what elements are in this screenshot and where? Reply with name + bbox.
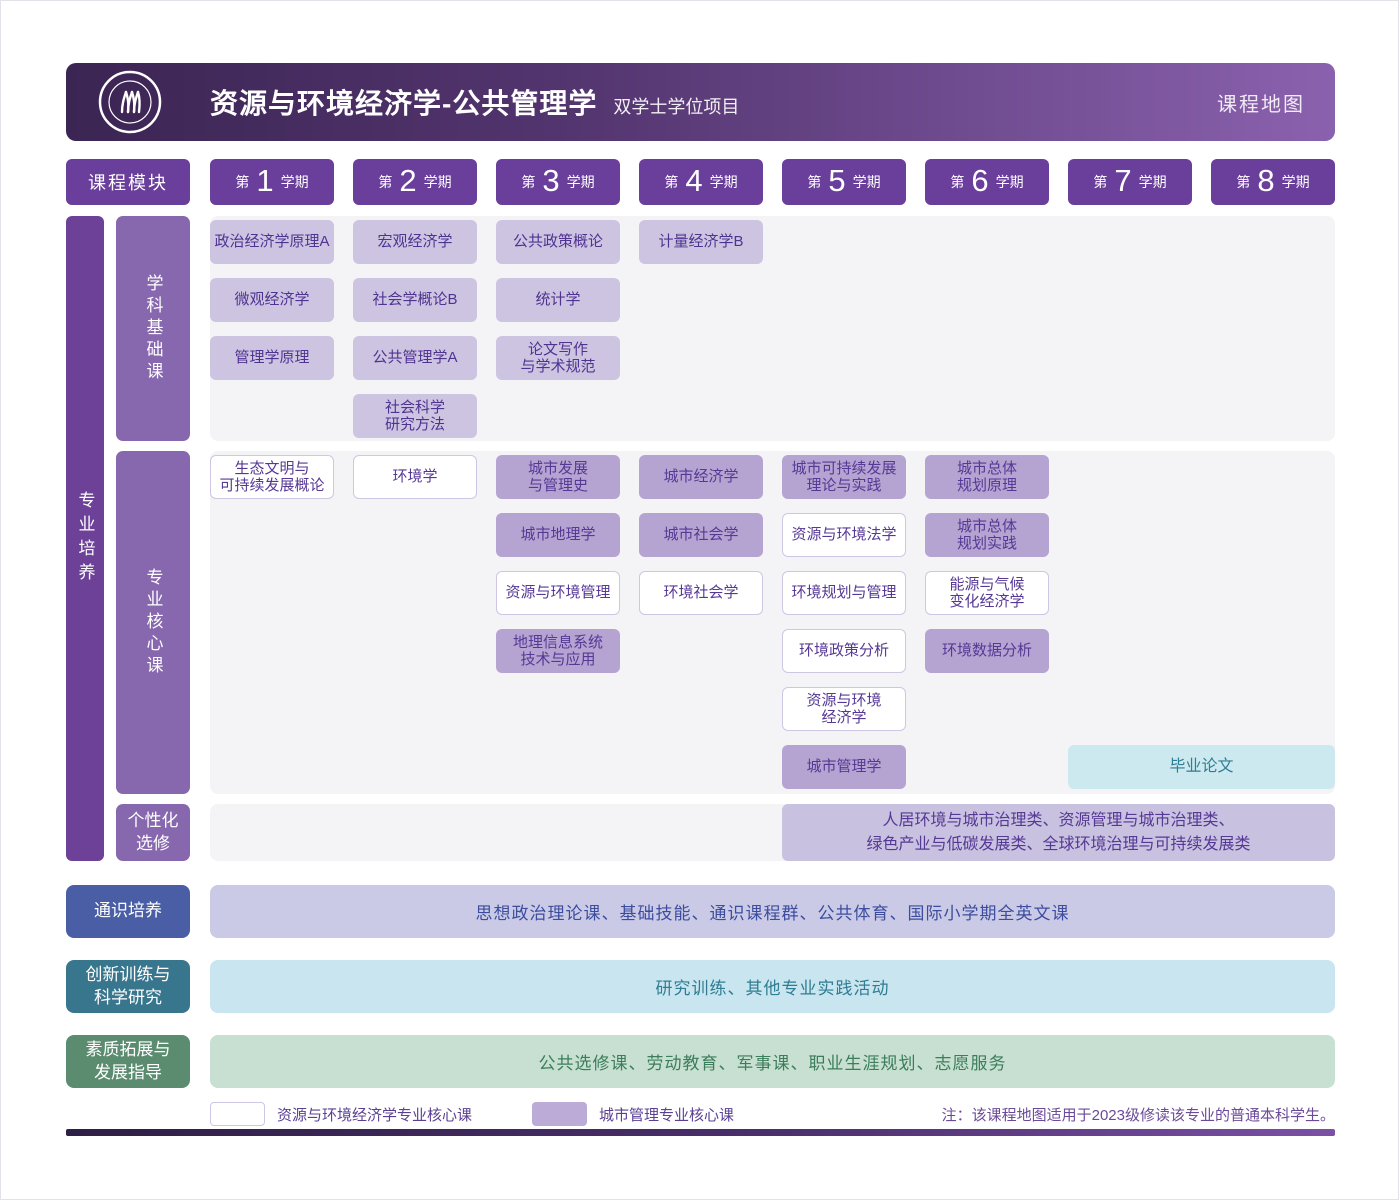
innovation-research-row: 创新训练与 科学研究 研究训练、其他专业实践活动 bbox=[66, 960, 1335, 1013]
foundation-section: 学科基础课 政治经济学原理A 宏观经济学公共政策概论计量经济学B 微观经济学社会学概… bbox=[116, 216, 1335, 441]
course-box: 公共政策概论 bbox=[496, 220, 620, 264]
course-box: 微观经济学 bbox=[210, 278, 334, 322]
course-box: 环境数据分析 bbox=[925, 629, 1049, 673]
course-box: 城市总体 规划实践 bbox=[925, 513, 1049, 557]
course-box: 资源与环境法学 bbox=[782, 513, 906, 557]
core-rail: 专业核心课 bbox=[116, 451, 190, 794]
electives-grid-bg: 人居环境与城市治理类、资源管理与城市治理类、 绿色产业与低碳发展类、全球环境治理… bbox=[210, 804, 1335, 861]
foundation-grid-bg: 政治经济学原理A 宏观经济学公共政策概论计量经济学B 微观经济学社会学概论B 统计学管… bbox=[210, 216, 1335, 441]
quality-development-band: 公共选修课、劳动教育、军事课、职业生涯规划、志愿服务 bbox=[210, 1035, 1335, 1088]
general-education-row: 通识培养 思想政治理论课、基础技能、通识课程群、公共体育、国际小学期全英文课 bbox=[66, 885, 1335, 938]
legend-swatch-ree bbox=[210, 1102, 265, 1126]
foundation-grid: 政治经济学原理A 宏观经济学公共政策概论计量经济学B 微观经济学社会学概论B 统计学管… bbox=[210, 216, 1335, 441]
course-box: 论文写作 与学术规范 bbox=[496, 336, 620, 380]
course-box: 环境政策分析 bbox=[782, 629, 906, 673]
course-box: 地理信息系统 技术与应用 bbox=[496, 629, 620, 673]
core-grid: 生态文明与 可持续发展概论环境学城市发展 与管理史城市经济学城市可持续发展 理论… bbox=[210, 451, 1335, 794]
header-banner: 资源与环境经济学-公共管理学 双学士学位项目 课程地图 bbox=[66, 63, 1335, 141]
curriculum-body: 专业培养 学科基础课 政治经济学原理A 宏观经济学公共政策概论计量经济学B 微观经济… bbox=[66, 216, 1335, 861]
header-titles: 资源与环境经济学-公共管理学 双学士学位项目 bbox=[210, 82, 1217, 122]
quality-development-row: 素质拓展与 发展指导 公共选修课、劳动教育、军事课、职业生涯规划、志愿服务 bbox=[66, 1035, 1335, 1088]
course-box: 政治经济学原理A bbox=[210, 220, 334, 264]
course-box: 资源与环境 经济学 bbox=[782, 687, 906, 731]
course-box: 城市发展 与管理史 bbox=[496, 455, 620, 499]
course-box: 城市可持续发展 理论与实践 bbox=[782, 455, 906, 499]
course-box: 能源与气候 变化经济学 bbox=[925, 571, 1049, 615]
core-section: 专业核心课 生态文明与 可持续发展概论环境学城市发展 与管理史城市经济学城市可持… bbox=[116, 451, 1335, 794]
legend-label-ree: 资源与环境经济学专业核心课 bbox=[277, 1106, 473, 1124]
general-education-band: 思想政治理论课、基础技能、通识课程群、公共体育、国际小学期全英文课 bbox=[210, 885, 1335, 938]
innovation-research-header: 创新训练与 科学研究 bbox=[66, 960, 190, 1013]
course-box: 公共管理学A bbox=[353, 336, 477, 380]
electives-rail: 个性化 选修 bbox=[116, 804, 190, 861]
page-title: 资源与环境经济学-公共管理学 bbox=[210, 88, 598, 119]
foundation-rail: 学科基础课 bbox=[116, 216, 190, 441]
electives-section: 个性化 选修 人居环境与城市治理类、资源管理与城市治理类、 绿色产业与低碳发展类… bbox=[116, 804, 1335, 861]
course-box: 资源与环境管理 bbox=[496, 571, 620, 615]
legend-row: 资源与环境经济学专业核心课 城市管理专业核心课 注：该课程地图适用于2023级修… bbox=[66, 1101, 1335, 1127]
general-education-header: 通识培养 bbox=[66, 885, 190, 938]
course-box: 管理学原理 bbox=[210, 336, 334, 380]
core-grid-bg: 生态文明与 可持续发展概论环境学城市发展 与管理史城市经济学城市可持续发展 理论… bbox=[210, 451, 1335, 794]
innovation-research-band: 研究训练、其他专业实践活动 bbox=[210, 960, 1335, 1013]
course-box: 城市经济学 bbox=[639, 455, 763, 499]
course-box: 计量经济学B bbox=[639, 220, 763, 264]
quality-development-header: 素质拓展与 发展指导 bbox=[66, 1035, 190, 1088]
corner-label: 课程地图 bbox=[1217, 93, 1305, 116]
course-box: 统计学 bbox=[496, 278, 620, 322]
legend-items: 资源与环境经济学专业核心课 城市管理专业核心课 bbox=[210, 1102, 782, 1126]
course-box: 毕业论文 bbox=[1068, 745, 1335, 789]
course-box: 环境社会学 bbox=[639, 571, 763, 615]
course-box: 城市地理学 bbox=[496, 513, 620, 557]
course-box: 宏观经济学 bbox=[353, 220, 477, 264]
sections-column: 学科基础课 政治经济学原理A 宏观经济学公共政策概论计量经济学B 微观经济学社会学概… bbox=[116, 216, 1335, 861]
page-subtitle: 双学士学位项目 bbox=[613, 97, 740, 117]
course-box: 环境规划与管理 bbox=[782, 571, 906, 615]
university-logo bbox=[98, 70, 162, 134]
legend-swatch-um bbox=[532, 1102, 588, 1126]
applicability-note: 注：该课程地图适用于2023级修读该专业的普通本科学生。 bbox=[941, 1106, 1335, 1124]
course-box: 社会学概论B bbox=[353, 278, 477, 322]
course-box: 城市社会学 bbox=[639, 513, 763, 557]
legend-label-um: 城市管理专业核心课 bbox=[599, 1106, 735, 1124]
module-column-header: 课程模块 bbox=[66, 159, 190, 205]
course-box: 社会科学 研究方法 bbox=[353, 394, 477, 438]
course-box: 城市总体 规划原理 bbox=[925, 455, 1049, 499]
electives-grid: 人居环境与城市治理类、资源管理与城市治理类、 绿色产业与低碳发展类、全球环境治理… bbox=[210, 804, 1335, 861]
bottom-category-rows: 通识培养 思想政治理论课、基础技能、通识课程群、公共体育、国际小学期全英文课 创… bbox=[66, 885, 1335, 1088]
course-box: 人居环境与城市治理类、资源管理与城市治理类、 绿色产业与低碳发展类、全球环境治理… bbox=[782, 804, 1335, 861]
course-box: 生态文明与 可持续发展概论 bbox=[210, 455, 334, 499]
bottom-accent-bar bbox=[66, 1129, 1335, 1136]
course-box: 环境学 bbox=[353, 455, 477, 499]
major-training-rail: 专业培养 bbox=[66, 216, 104, 861]
course-box: 城市管理学 bbox=[782, 745, 906, 789]
